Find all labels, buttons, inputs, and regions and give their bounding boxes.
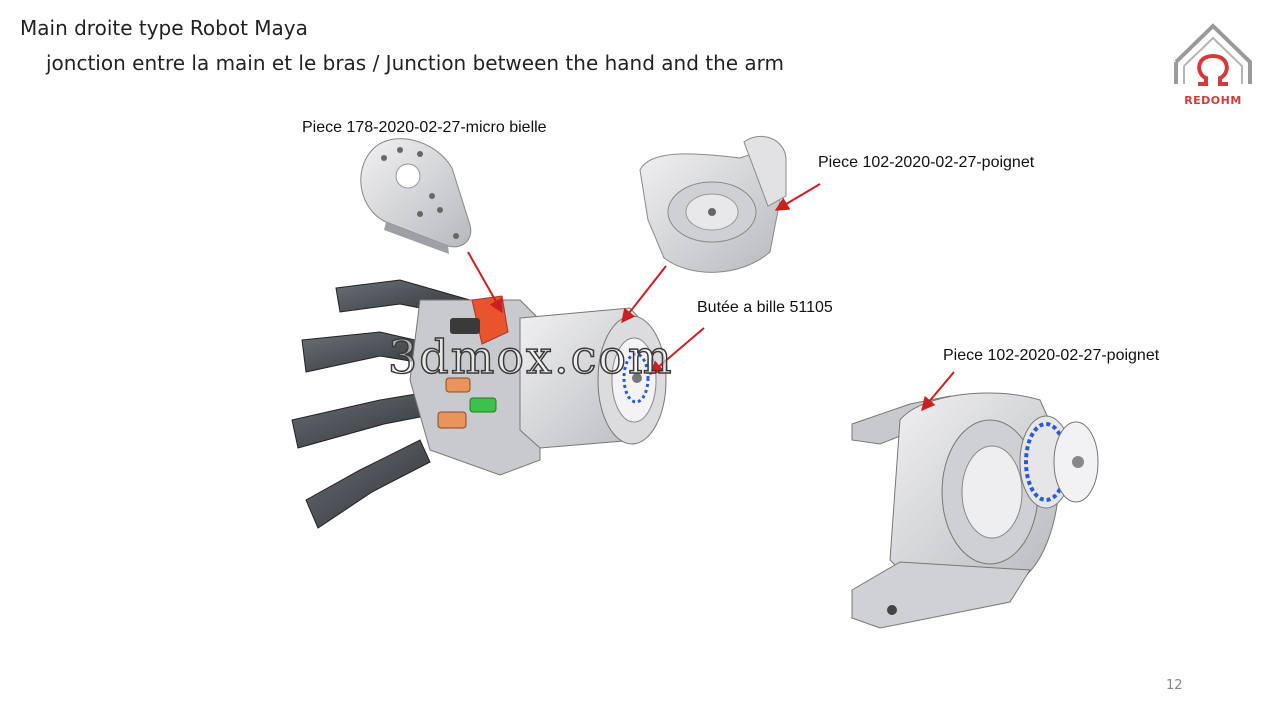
label-micro-bielle: Piece 178-2020-02-27-micro bielle [302,119,547,136]
arrow-poignet-top-b [621,265,667,324]
slide-subtitle: jonction entre la main et le bras / Junc… [46,51,785,75]
robot-hand-assembly [291,279,667,529]
poignet-top-part [639,135,787,273]
redohm-logo: REDOHM [1170,22,1256,112]
watermark: 3dmox.com [387,329,674,385]
slide-title: Main droite type Robot Maya [20,16,308,40]
poignet-bearing-assembly [851,392,1099,629]
page-number: 12 [1166,678,1183,693]
label-poignet-right: Piece 102-2020-02-27-poignet [943,347,1160,364]
logo-text: REDOHM [1184,94,1242,107]
micro-bielle-part [360,138,472,254]
arrow-poignet-right [921,371,955,412]
label-butee: Butée a bille 51105 [697,299,833,316]
arrow-micro-bielle [467,251,503,314]
label-poignet-top: Piece 102-2020-02-27-poignet [818,154,1035,171]
omega-house-icon [1174,23,1252,86]
arrow-poignet-top-a [774,183,821,211]
arrow-butee [648,327,705,375]
